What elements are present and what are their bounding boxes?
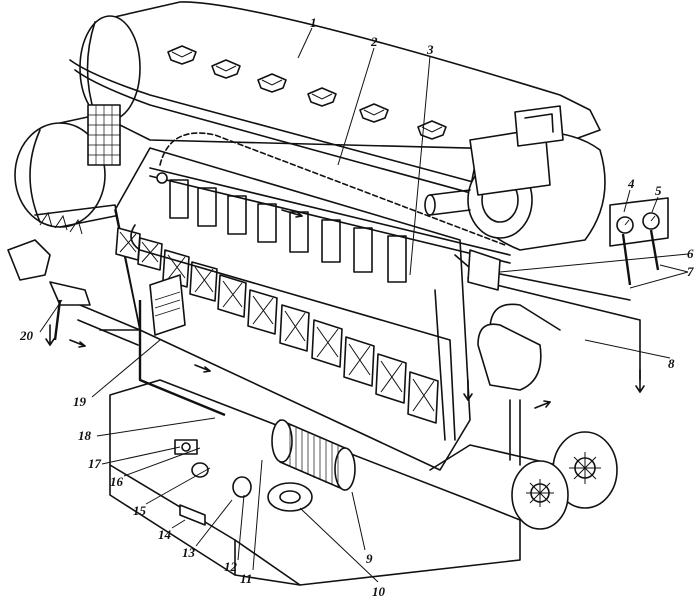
right-pipework <box>454 249 641 466</box>
callout-3: 3 <box>426 42 434 57</box>
small-parts <box>174 439 252 526</box>
callout-11: 11 <box>240 571 252 586</box>
front-gears <box>511 431 618 530</box>
lower-doors <box>115 227 439 424</box>
leader-lines <box>39 27 689 583</box>
oil-pump <box>267 482 313 512</box>
callout-labels: 1 2 3 4 5 6 7 8 9 10 11 12 13 14 15 16 1… <box>19 15 694 599</box>
callout-1: 1 <box>310 15 317 30</box>
left-pipework <box>7 211 226 417</box>
oil-filter <box>271 419 356 491</box>
turbocharger <box>424 105 606 251</box>
callout-2: 2 <box>370 34 378 49</box>
flow-arrows <box>45 209 645 409</box>
callout-17: 17 <box>88 456 102 471</box>
callout-20: 20 <box>19 328 34 343</box>
callout-5: 5 <box>655 183 662 198</box>
upper-casing <box>69 1 601 213</box>
air-grille <box>87 104 121 166</box>
callout-8: 8 <box>668 356 675 371</box>
callout-15: 15 <box>133 503 147 518</box>
callout-13: 13 <box>182 545 196 560</box>
callout-14: 14 <box>158 527 172 542</box>
gauge-panel <box>609 197 669 286</box>
oil-sump <box>109 379 601 586</box>
callout-18: 18 <box>78 428 92 443</box>
callout-12: 12 <box>224 559 238 574</box>
main-oil-pipe <box>156 132 506 246</box>
callout-16: 16 <box>110 474 124 489</box>
callout-7: 7 <box>687 264 694 279</box>
inspection-covers <box>167 45 447 140</box>
callout-10: 10 <box>372 584 386 599</box>
crankcase <box>34 147 511 471</box>
callout-9: 9 <box>366 551 373 566</box>
callout-19: 19 <box>73 394 87 409</box>
callout-4: 4 <box>627 176 635 191</box>
callout-6: 6 <box>687 246 694 261</box>
